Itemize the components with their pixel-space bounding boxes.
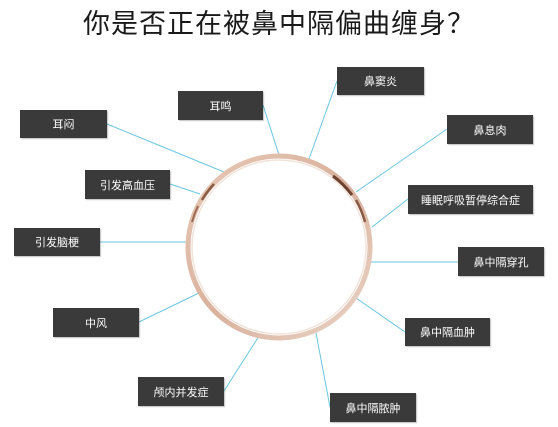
label-gaoxueya: 引发高血压	[85, 170, 170, 199]
connector-lines	[100, 80, 458, 408]
connector-lunei	[223, 335, 260, 392]
connector-nongzhong	[315, 332, 331, 408]
page-title: 你是否正在被鼻中隔偏曲缠身？	[83, 9, 475, 40]
label-bixirou: 鼻息肉	[447, 115, 533, 144]
label-ermen-text: 耳闷	[52, 118, 75, 131]
connector-shuimian	[371, 198, 409, 228]
label-bixirou-text: 鼻息肉	[473, 123, 507, 137]
ring-highlights	[191, 174, 367, 223]
center-ring-inner	[191, 159, 367, 335]
label-zhongfeng: 中风	[53, 308, 139, 337]
label-lunei-text: 颅内并发症	[153, 385, 209, 399]
label-lunei: 颅内并发症	[138, 377, 224, 406]
label-ermen: 耳闷	[20, 110, 107, 138]
label-bidouyan: 鼻窦炎	[337, 67, 424, 95]
label-naogeng-text: 引发脑梗	[35, 236, 79, 249]
label-naogeng: 引发脑梗	[14, 228, 100, 256]
connector-ermen	[106, 123, 225, 173]
label-nongzhong: 鼻中隔脓肿	[330, 393, 416, 422]
label-shuimian-text: 睡眠呼吸暂停综合症	[421, 193, 520, 207]
label-chuankong-text: 鼻中隔穿孔	[473, 255, 529, 269]
connector-gaoxueya	[169, 183, 201, 195]
label-xuezhong: 鼻中隔血肿	[405, 318, 490, 346]
label-bidouyan-text: 鼻窦炎	[364, 75, 397, 88]
connector-zhongfeng	[138, 291, 202, 323]
center-ring	[185, 153, 373, 341]
label-shuimian: 睡眠呼吸暂停综合症	[408, 185, 533, 214]
connector-xuezhong	[355, 297, 406, 333]
label-xuezhong-text: 鼻中隔血肿	[420, 326, 475, 339]
label-gaoxueya-text: 引发高血压	[100, 178, 155, 192]
connector-erming	[262, 104, 280, 156]
label-chuankong: 鼻中隔穿孔	[458, 247, 544, 276]
label-erming: 耳鸣	[178, 91, 263, 120]
label-nongzhong-text: 鼻中隔脓肿	[345, 401, 401, 415]
label-erming-text: 耳鸣	[209, 99, 232, 113]
label-zhongfeng-text: 中风	[85, 316, 107, 330]
connector-bidouyan	[308, 80, 338, 160]
connector-bixirou	[355, 128, 448, 193]
